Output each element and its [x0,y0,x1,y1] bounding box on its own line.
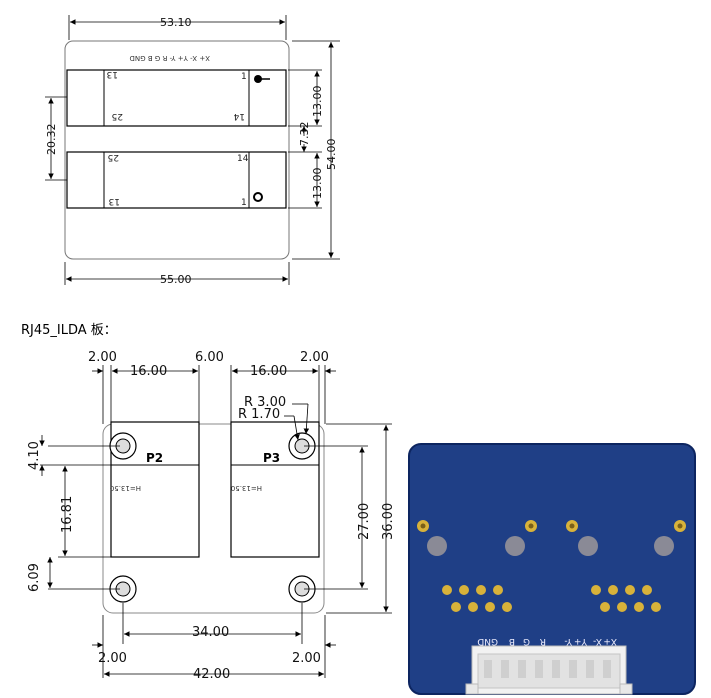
dim-bottom-total: 42.00 [193,667,230,682]
pin-label: 14 [233,111,245,121]
dim-left-a: 4.10 [27,441,42,470]
dim-radius-inner: R 1.70 [238,407,280,422]
pin-label-3: Y- [564,636,573,646]
connector-upper: 13 1 25 14 [66,69,287,127]
dim-top-left-width: 16.00 [130,364,167,379]
hole [427,536,447,556]
pin-label-6: B [509,636,515,646]
hole [654,536,674,556]
dim-conn-lower: 13.00 [311,168,324,200]
pcb-render: X+ X- Y+ Y- R G B GND [408,443,696,695]
dim-left-c: 6.09 [27,563,42,592]
dim-height-total: 54.00 [325,139,338,171]
header-connector [465,645,633,695]
pin-label: 1 [241,198,247,208]
mount-pads [417,520,686,532]
dim-left-span: 20.32 [45,124,58,156]
dim-radius-outer: R 3.00 [244,395,286,410]
dim-right-inner: 27.00 [357,503,372,540]
signal-pads-left [442,585,512,612]
pin-label-0: X+ [603,636,617,646]
pin-label-5: G [523,636,530,646]
dim-width-top: 53.10 [160,16,192,29]
pin-label: 25 [112,111,123,121]
dim-top-right-width: 16.00 [250,364,287,379]
dim-left-b: 16.81 [60,496,75,533]
pin-label-1: X- [593,636,602,646]
pin-label: 13 [109,196,120,206]
hole [505,536,525,556]
port-label-p3: P3 [263,451,280,465]
signal-pads-right [591,585,661,612]
dim-bottom-right: 2.00 [292,651,321,666]
pin-label: 14 [237,154,249,164]
hole [578,536,598,556]
dim-bottom-inner: 34.00 [192,625,229,640]
top-board-drawing: 13 1 25 14 25 14 13 1 X+ X- Y+ Y- R G B … [45,15,340,286]
section-caption: RJ45_ILDA 板： [21,323,117,338]
silk-labels: X+ X- Y+ Y- R G B GND [130,54,210,62]
dim-top-right-edge: 2.00 [300,350,329,365]
pin-label: 13 [107,69,118,79]
pin-label: 25 [108,152,119,162]
connector-lower: 25 14 13 1 [66,151,287,209]
dim-right-outer: 36.00 [381,503,396,540]
pin-label: 1 [241,72,247,82]
pin-label-4: R [540,636,546,646]
rj45-board-outline [102,423,325,614]
dim-conn-upper: 13.00 [311,86,324,118]
pin-label-2: Y+ [574,636,588,646]
dim-top-gap: 6.00 [195,350,224,365]
dim-width-bottom: 55.00 [160,273,192,286]
port-label-p2: P2 [146,451,163,465]
pin-label-7: GND [477,636,498,646]
height-note: H=13.50 [231,484,262,492]
pcb-pin-labels: X+ X- Y+ Y- R G B GND [477,636,617,646]
board-outline [64,40,290,260]
height-note: H=13.50 [110,484,141,492]
mounting-holes [109,432,316,603]
rj45-board-drawing: P2 H=13.50 P3 H=13.50 [27,350,396,682]
dim-bottom-left: 2.00 [98,651,127,666]
dim-gap: 7.32 [298,122,311,147]
pin1-ring-icon [253,192,263,202]
dim-top-left-edge: 2.00 [88,350,117,365]
